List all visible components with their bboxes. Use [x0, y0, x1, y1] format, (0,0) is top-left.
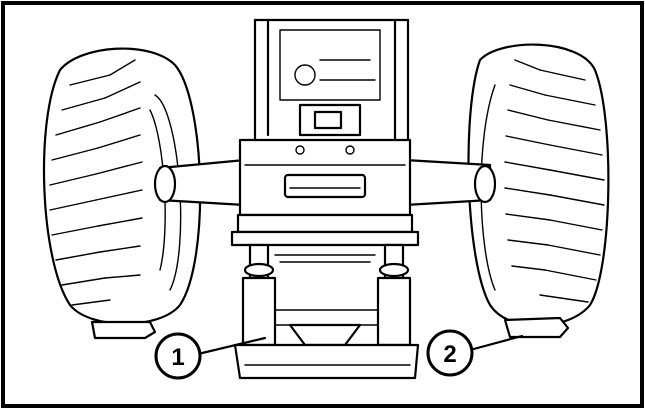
callout-2-circle	[426, 329, 474, 377]
transmission-housing	[236, 138, 414, 234]
right-wheel-chock	[503, 316, 570, 339]
callout-2-leader	[468, 334, 524, 352]
callout-1-label: 1	[171, 344, 184, 371]
jack-stand	[230, 230, 420, 380]
rear-axle	[153, 158, 497, 207]
right-rear-wheel	[467, 43, 610, 327]
left-wheel-chock	[90, 320, 157, 340]
callout-2-label: 2	[443, 341, 456, 368]
left-rear-wheel	[42, 47, 202, 325]
callout-1: 1	[154, 332, 267, 380]
callout-1-circle	[154, 332, 202, 380]
tractor-cab-frame	[253, 18, 410, 142]
callout-1-leader	[196, 336, 267, 356]
callout-2: 2	[426, 329, 524, 377]
